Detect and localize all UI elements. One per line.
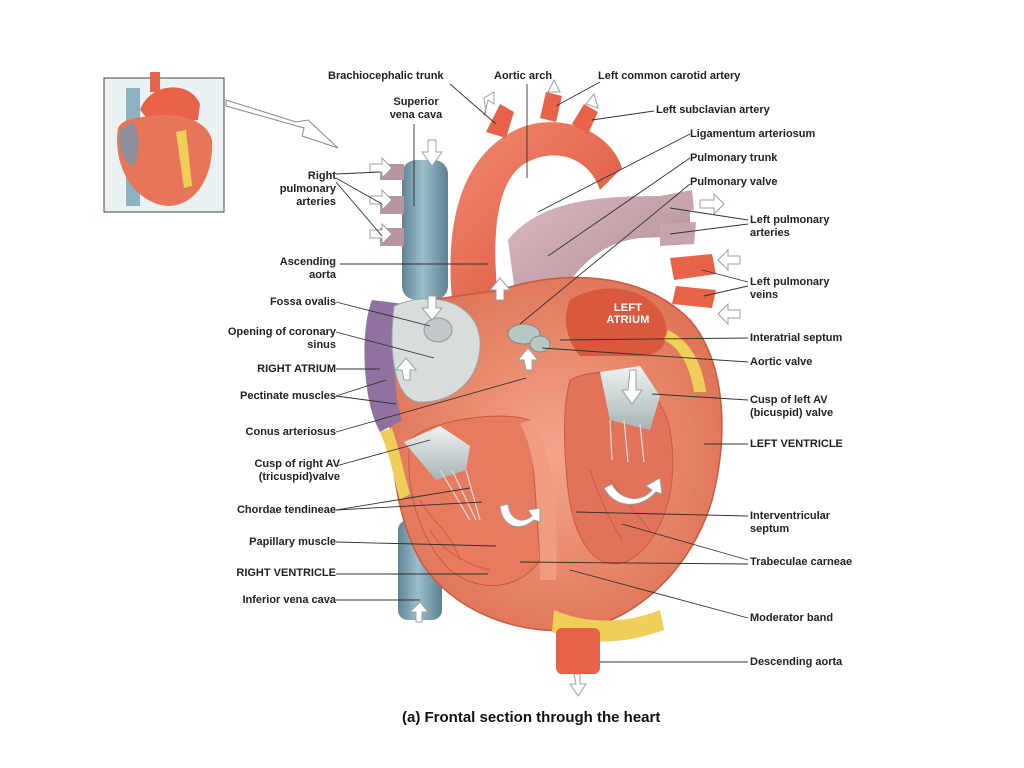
leader-lines <box>335 81 749 663</box>
label-left-common-carotid-artery: Left common carotid artery <box>598 70 741 82</box>
label-conus-arteriosus: Conus arteriosus <box>245 426 336 438</box>
aortic-arch-vessel <box>450 92 622 300</box>
blood-flow-arrows <box>369 78 741 697</box>
label-left-subclavian-artery: Left subclavian artery <box>656 104 770 116</box>
left-pulmonary-veins-vessel <box>670 254 716 308</box>
inset-thumbnail <box>103 72 225 213</box>
label-pulmonary-trunk: Pulmonary trunk <box>690 152 778 164</box>
label-fossa-ovalis: Fossa ovalis <box>269 296 336 308</box>
label-interventricular-septum: Interventricular septum <box>750 510 831 535</box>
label-left-pulmonary-arteries: Left pulmonary arteries <box>750 214 830 239</box>
label-right-atrium: RIGHT ATRIUM <box>257 363 336 375</box>
label-trabeculae-carneae: Trabeculae carneae <box>750 556 853 568</box>
label-cusp-of-right-av-valve: Cusp of right AV (tricuspid)valve <box>254 458 340 483</box>
superior-vena-cava-vessel <box>402 160 448 300</box>
label-pulmonary-valve: Pulmonary valve <box>690 176 778 188</box>
label-right-pulmonary-arteries: Right pulmonary arteries <box>279 170 336 208</box>
interventricular-septum-wall <box>520 420 557 580</box>
right-atrium-chamber <box>364 298 481 432</box>
label-moderator-band: Moderator band <box>750 612 834 624</box>
label-aortic-arch: Aortic arch <box>494 70 553 82</box>
label-papillary-muscle: Papillary muscle <box>249 536 336 548</box>
label-superior-vena-cava: Superior vena cava <box>389 96 443 121</box>
inset-callout-arrow <box>225 99 339 149</box>
figure-caption: (a) Frontal section through the heart <box>402 709 661 726</box>
label-ligamentum-arteriosum: Ligamentum arteriosum <box>690 128 816 140</box>
label-pectinate-muscles: Pectinate muscles <box>240 390 336 402</box>
label-left-atrium-chamber: LEFT ATRIUM <box>606 302 650 326</box>
label-brachiocephalic-trunk: Brachiocephalic trunk <box>328 70 444 82</box>
label-inferior-vena-cava: Inferior vena cava <box>242 594 336 606</box>
label-descending-aorta: Descending aorta <box>750 656 843 668</box>
label-right-ventricle: RIGHT VENTRICLE <box>236 567 336 579</box>
label-chordae-tendineae: Chordae tendineae <box>236 504 336 516</box>
label-left-ventricle: LEFT VENTRICLE <box>750 438 843 450</box>
tricuspid-valve <box>404 426 481 521</box>
label-cusp-of-left-av-valve: Cusp of left AV (bicuspid) valve <box>750 394 834 419</box>
label-opening-of-coronary-sinus: Opening of coronary sinus <box>227 326 336 351</box>
label-ascending-aorta: Ascending aorta <box>279 256 336 281</box>
descending-aorta-vessel <box>556 628 600 674</box>
label-aortic-valve: Aortic valve <box>750 356 813 368</box>
label-left-pulmonary-veins: Left pulmonary veins <box>750 276 830 301</box>
label-interatrial-septum: Interatrial septum <box>750 332 843 344</box>
